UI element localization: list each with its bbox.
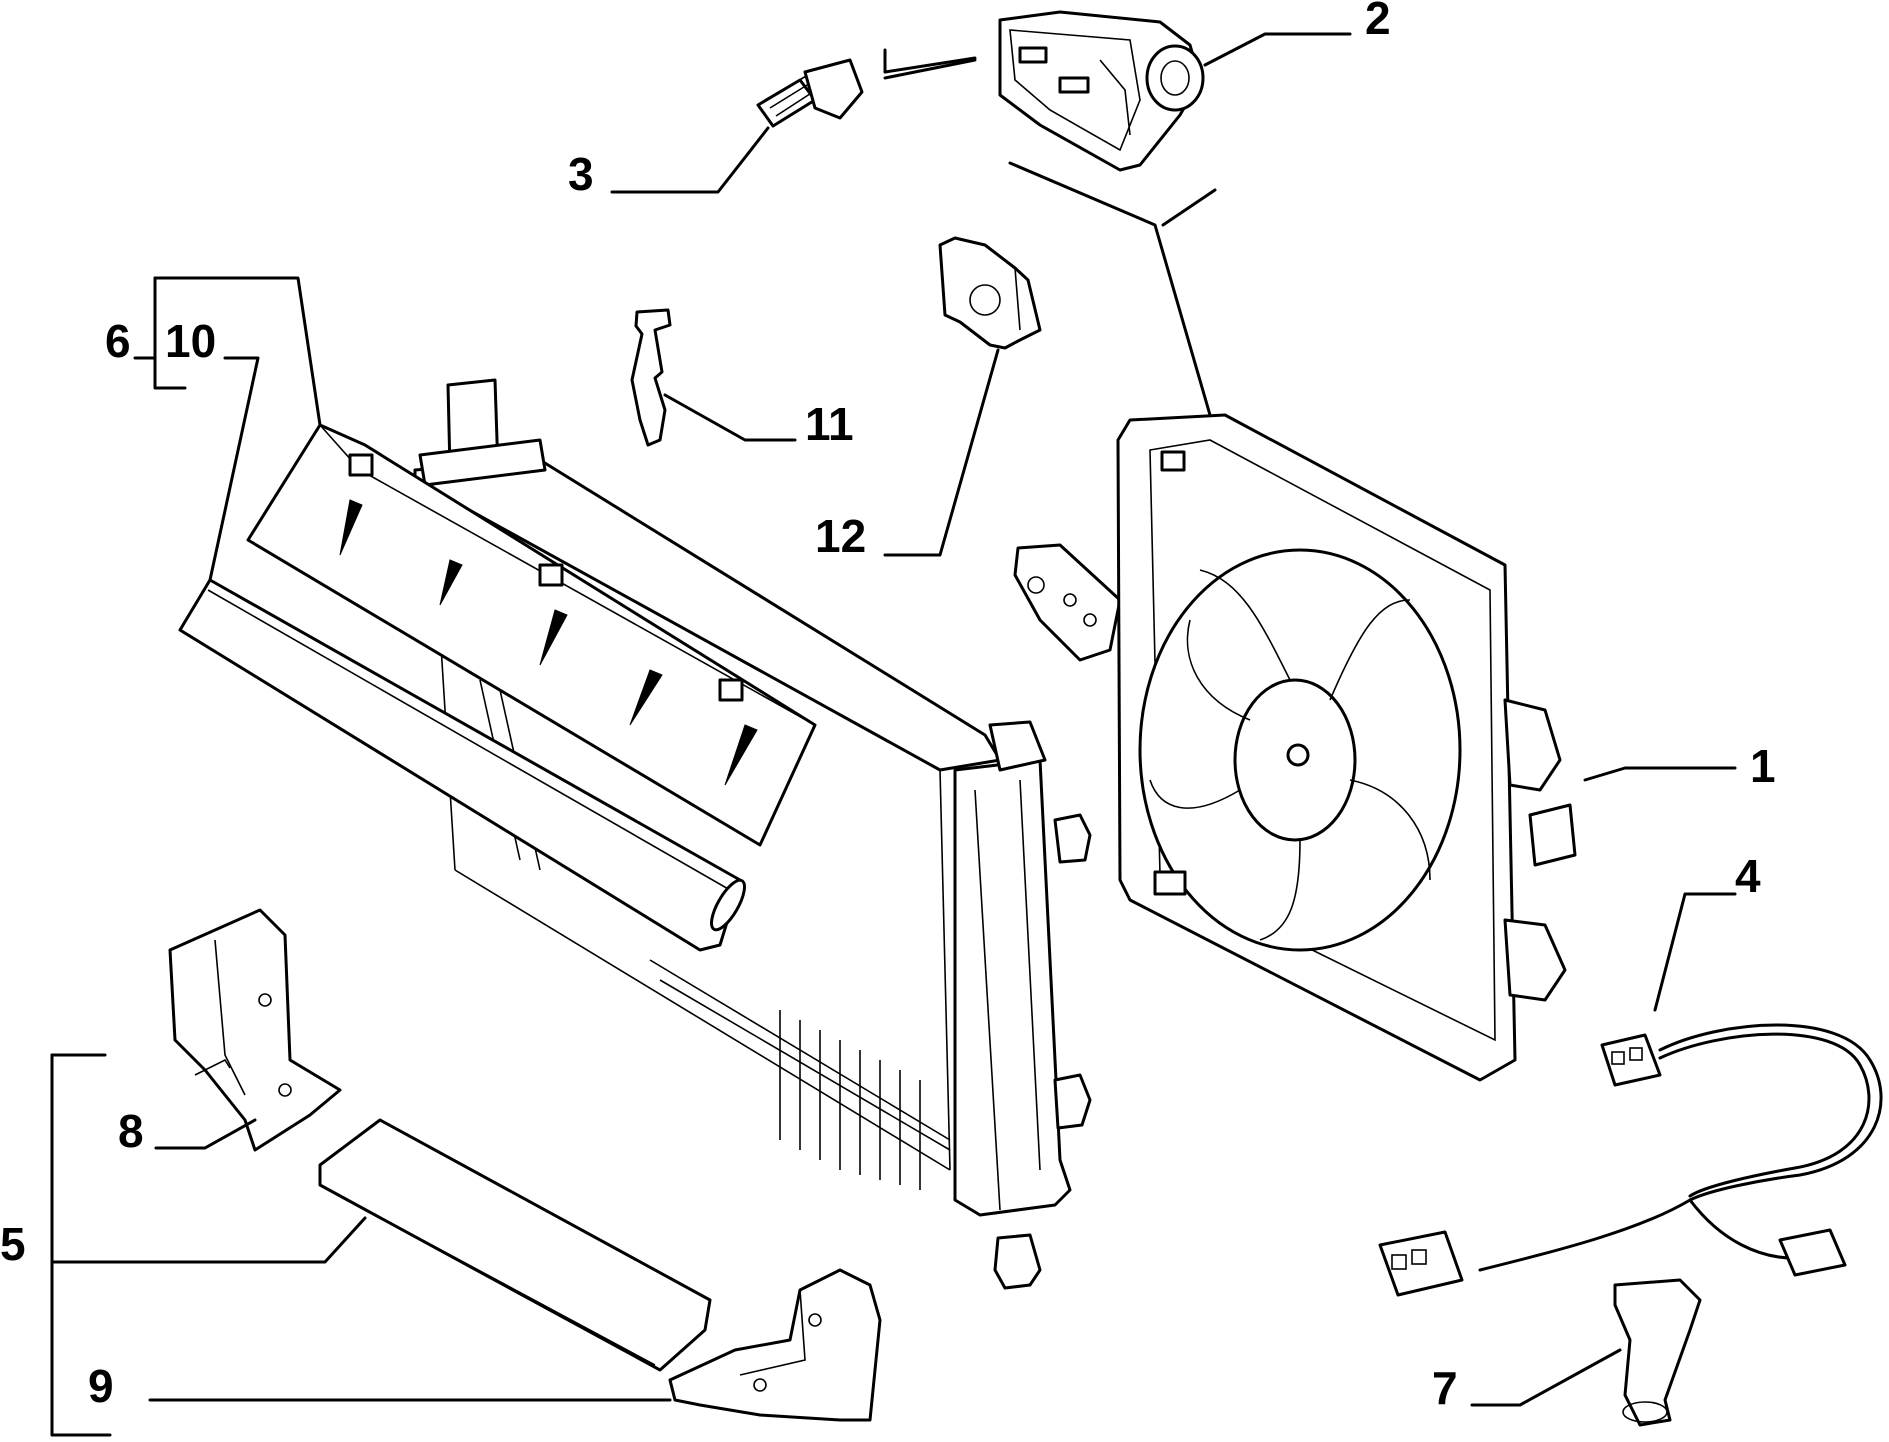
part-12-clip [938, 236, 1042, 350]
part-9-right-bracket [668, 1268, 882, 1422]
callout-4: 4 [1735, 850, 1761, 902]
callout-8: 8 [118, 1105, 144, 1157]
part-10-lower-deflector [178, 578, 746, 952]
callout-labels: 1 2 3 4 5 6 7 8 9 10 11 12 [0, 0, 1776, 1414]
callout-10: 10 [165, 315, 216, 367]
part-5-foam-strip [318, 1118, 712, 1372]
callout-6: 6 [105, 315, 131, 367]
part-2-fan-resistor [998, 10, 1205, 172]
part-1-fan-shroud [1013, 413, 1577, 1082]
part-6-upper-deflector [246, 423, 817, 847]
callout-7: 7 [1432, 1362, 1458, 1414]
part-3-screw [756, 48, 977, 128]
callout-11: 11 [805, 398, 854, 450]
callout-12: 12 [815, 510, 866, 562]
part-8-left-bracket [168, 908, 342, 1152]
part-11-push-pin [630, 308, 672, 447]
callout-2: 2 [1365, 0, 1391, 44]
callout-5: 5 [0, 1218, 26, 1270]
callout-1: 1 [1750, 740, 1776, 792]
callout-3: 3 [568, 148, 594, 200]
radiator-core [413, 378, 1092, 1290]
part-7-hose-clamp [1613, 1278, 1702, 1427]
callout-9: 9 [88, 1360, 114, 1412]
leader-lines [50, 32, 1737, 1437]
part-4-wiring-harness [1378, 1023, 1883, 1297]
